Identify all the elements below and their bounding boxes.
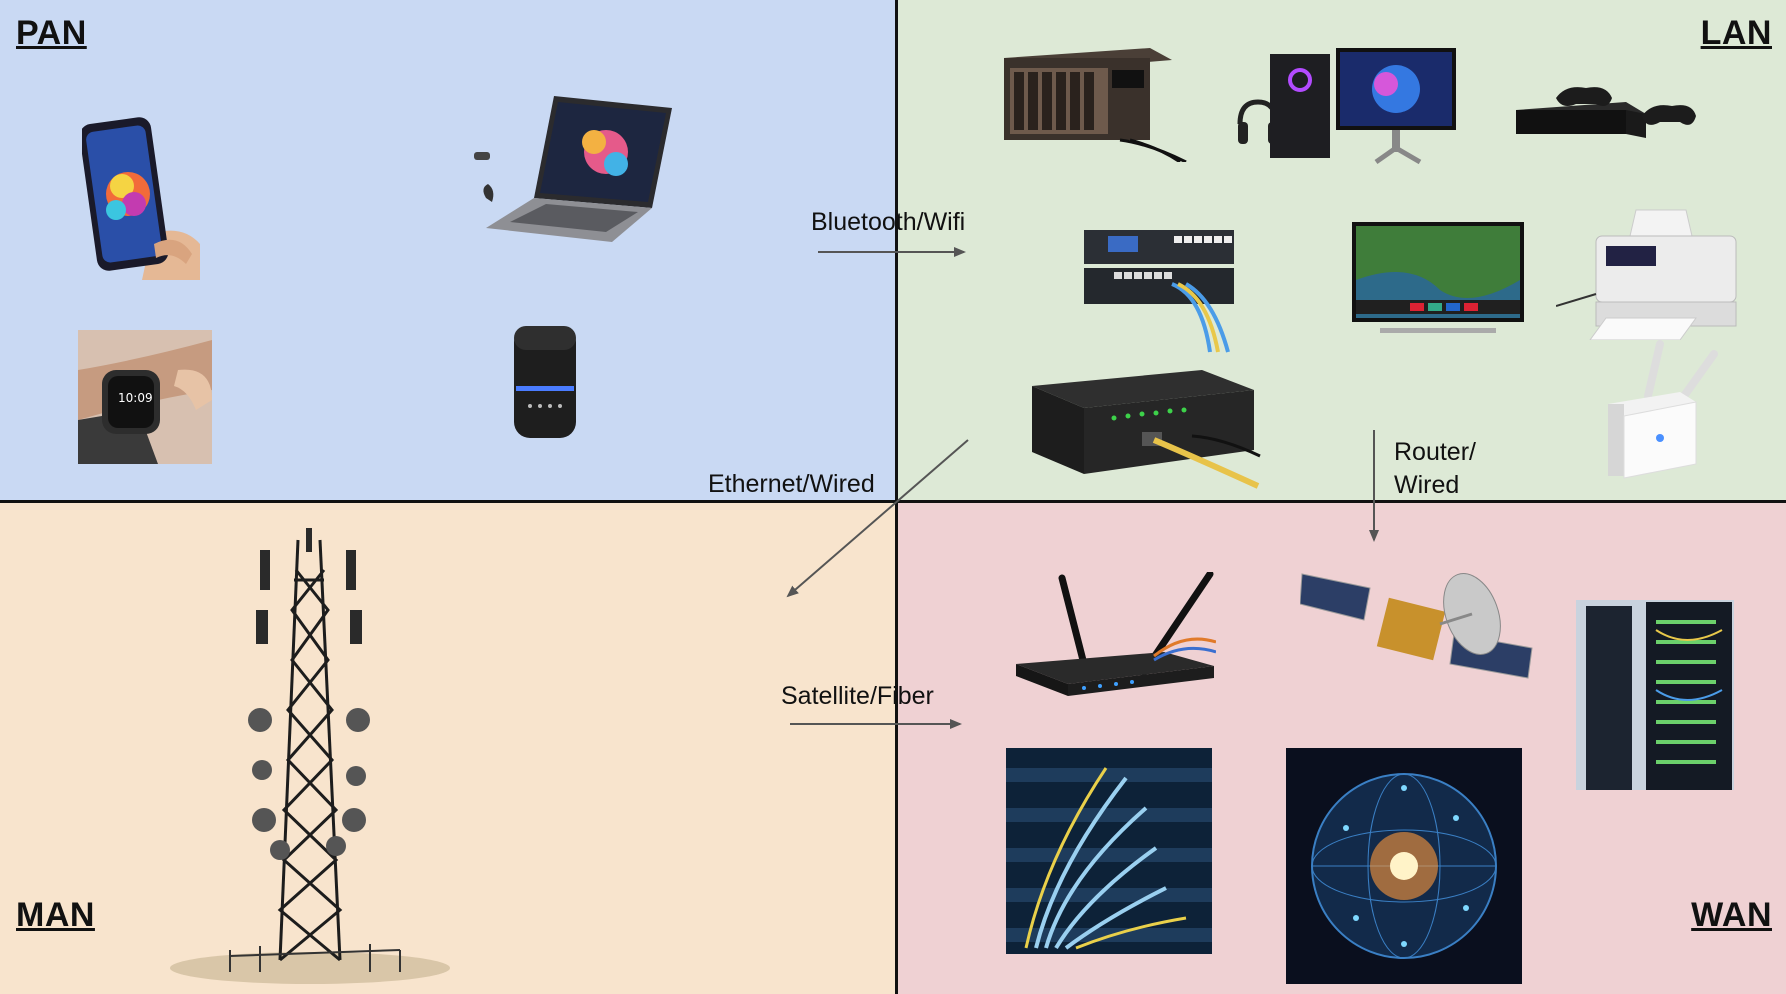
wan-label: WAN <box>1691 896 1772 934</box>
satellite-fiber-label: Satellite/Fiber <box>781 682 934 710</box>
smartwatch-icon: 10:09 <box>78 330 212 464</box>
man-label: MAN <box>16 896 95 934</box>
wifi-extender-icon <box>1600 340 1724 480</box>
game-console-icon <box>1516 80 1698 150</box>
ethernet-wired-label: Ethernet/Wired <box>708 470 875 498</box>
wireless-router-icon <box>1014 572 1216 698</box>
server-rack-icon <box>1576 600 1734 790</box>
smartphone-icon <box>82 114 212 280</box>
smart-speaker-icon <box>510 322 580 442</box>
fiber-cables-icon <box>1006 748 1212 954</box>
nas-storage-icon <box>1000 44 1190 162</box>
pan-label: PAN <box>16 14 87 52</box>
horizontal-divider <box>0 500 1786 503</box>
cell-tower-icon <box>160 520 450 990</box>
global-network-icon <box>1286 748 1522 984</box>
gaming-pc-icon <box>1236 44 1462 168</box>
satellite-icon <box>1300 564 1534 682</box>
vertical-divider <box>895 0 898 994</box>
svg-text:10:09: 10:09 <box>118 391 153 405</box>
bluetooth-wifi-label: Bluetooth/Wifi <box>811 208 966 236</box>
router-label: Router/ <box>1394 438 1476 466</box>
wired-label: Wired <box>1394 471 1460 499</box>
smart-tv-icon <box>1350 220 1526 338</box>
printer-icon <box>1556 206 1746 340</box>
modem-icon <box>1032 366 1262 490</box>
laptop-icon <box>466 92 676 248</box>
lan-label: LAN <box>1700 14 1772 52</box>
network-switch-icon <box>1082 226 1238 354</box>
man-quadrant <box>0 502 896 994</box>
